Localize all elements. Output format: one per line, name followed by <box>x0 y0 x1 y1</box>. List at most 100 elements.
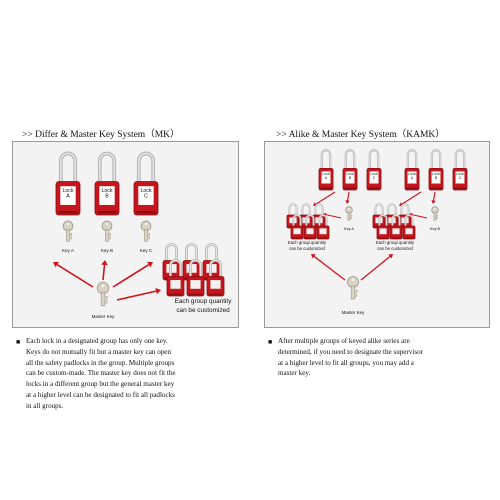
padlock-label-plate <box>392 228 400 235</box>
padlock-label: C <box>459 176 462 180</box>
padlock-label: Lock <box>346 172 354 176</box>
padlock-label-plate <box>321 171 331 184</box>
mk-description-line-5: at a higher level can be designated to f… <box>26 390 175 399</box>
padlock-shackle-highlight <box>189 259 202 277</box>
padlock-shackle-highlight <box>369 149 379 169</box>
kamk-key-b-label: Key B <box>430 227 441 231</box>
arrow-shaft <box>112 263 150 288</box>
key-teeth <box>108 232 112 240</box>
kamk-key-a-label: Key A <box>344 227 354 231</box>
padlock-shackle-highlight <box>99 152 115 182</box>
kamk-master-key-label: Master Key <box>342 310 366 315</box>
mk-group-padlock <box>166 259 185 297</box>
padlock-label-plate <box>170 280 181 289</box>
padlock-base <box>454 187 466 190</box>
arrow-shaft <box>313 255 346 281</box>
mk-arrow-group <box>116 287 161 301</box>
padlock-label: B <box>105 193 109 199</box>
padlock-shackle-highlight <box>293 214 301 227</box>
mk-lock-group <box>162 243 225 297</box>
padlock-base <box>404 237 414 239</box>
kamk-caption-right-2: can be customized <box>377 246 413 251</box>
padlock-label-plate <box>138 186 154 205</box>
padlock-shackle <box>430 149 442 170</box>
padlock-label-plate <box>369 171 379 184</box>
kamk-arrow-a1 <box>313 191 336 207</box>
padlock-shackle-highlight <box>138 152 154 182</box>
padlock-label-plate <box>306 228 314 235</box>
padlock-label-plate <box>431 171 441 184</box>
key-teeth <box>104 296 108 304</box>
padlock-label: Lock <box>370 172 378 176</box>
padlock-base <box>378 237 388 239</box>
padlock-base <box>136 210 156 214</box>
padlock-label: B <box>435 176 438 180</box>
arrow-head <box>345 200 350 204</box>
kamk-key-b-icon <box>431 206 439 221</box>
arrow-head <box>101 260 108 266</box>
padlock-base <box>58 210 78 214</box>
padlock-label: Lock <box>62 188 73 194</box>
key-hole <box>144 223 148 226</box>
mk-key-1-icon <box>101 220 113 242</box>
padlock-shackle-highlight <box>375 203 383 216</box>
padlock-shackle-highlight <box>315 203 323 216</box>
key-blade <box>100 291 106 307</box>
mk-arrow-b <box>101 260 108 281</box>
padlock-shackle <box>400 203 410 217</box>
mk-description-line-2: all the safety padlocks in the group. Mu… <box>26 358 175 367</box>
kamk-description-text: After multiple groups of keyed alike ser… <box>278 336 490 379</box>
key-hole <box>66 223 70 226</box>
key-teeth <box>350 214 352 219</box>
padlock-label-plate <box>345 171 355 184</box>
key-blade <box>144 229 148 242</box>
arrow-shaft <box>325 214 342 219</box>
padlock-shackle-highlight <box>392 214 400 227</box>
padlock-base <box>391 237 401 239</box>
group-padlock <box>316 214 330 240</box>
mk-description: ■ Each lock in a designated group has on… <box>16 336 242 412</box>
padlock-base <box>292 237 302 239</box>
kamk-description: ■ After multiple groups of keyed alike s… <box>268 336 490 379</box>
key-teeth <box>147 232 151 240</box>
padlock-label-plate <box>407 171 417 184</box>
arrow-shaft <box>347 191 350 201</box>
group-padlock <box>303 214 317 240</box>
padlock-label: Lock <box>432 172 440 176</box>
group-padlock <box>290 214 304 240</box>
padlock-label: C <box>144 193 148 199</box>
arrow-head <box>147 261 153 268</box>
padlock-label-plate <box>379 228 387 235</box>
padlock-shackle-highlight <box>405 214 413 227</box>
key-blade <box>433 212 437 221</box>
padlock-base <box>344 187 356 190</box>
key-hole <box>105 223 109 226</box>
key-hole <box>434 208 436 210</box>
padlock-shackle-highlight <box>321 149 331 169</box>
padlock-base <box>406 187 418 190</box>
mk-arrow-c <box>112 261 153 288</box>
mk-master-key-label: Master Key <box>92 314 116 319</box>
kamk-master-arrow-right <box>360 254 393 281</box>
padlock-label: A <box>325 176 328 180</box>
mk-group-padlock <box>186 259 205 297</box>
padlock-shackle <box>301 203 311 217</box>
kamk-lock-group-b <box>372 203 416 240</box>
padlock-shackle <box>314 203 324 217</box>
padlock-label: A <box>66 193 70 199</box>
padlock-shackle-highlight <box>319 214 327 227</box>
padlock-base <box>208 293 223 296</box>
padlock-shackle-highlight <box>407 149 417 169</box>
kamk-description-line-1: determined, if you need to designate the… <box>278 347 423 356</box>
key-blade <box>66 229 70 242</box>
kamk-description-line-0: After multiple groups of keyed alike ser… <box>278 337 410 345</box>
padlock-shackle <box>344 149 356 170</box>
padlock-shackle <box>454 149 466 170</box>
group-padlock <box>402 214 416 240</box>
padlock-shackle <box>165 243 178 262</box>
key-blade <box>350 285 356 300</box>
kamk-lock-group-a <box>286 203 330 240</box>
